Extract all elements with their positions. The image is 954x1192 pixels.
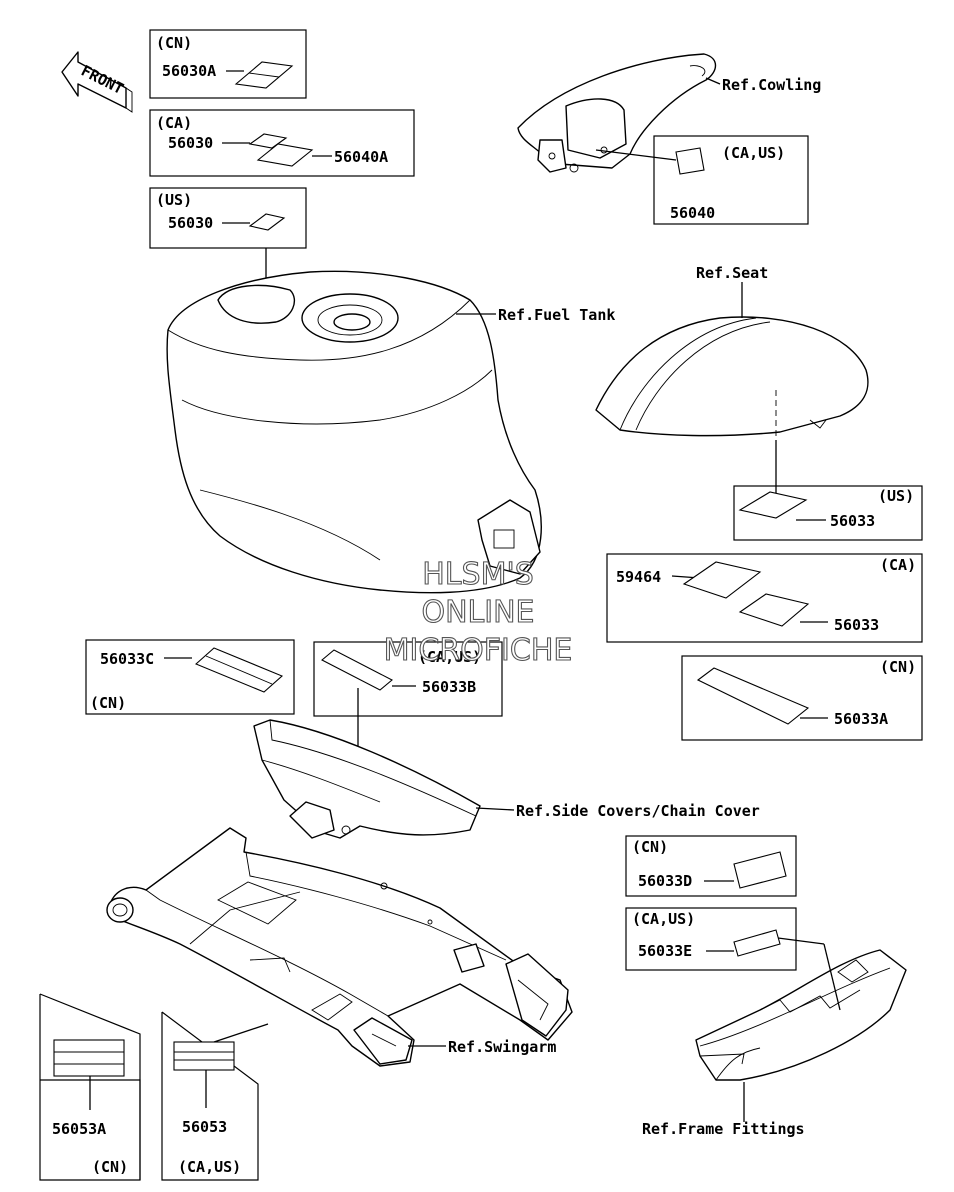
region-label: (CN) (92, 1158, 128, 1176)
region-label: (CA,US) (178, 1158, 241, 1176)
part-number: 56040 (670, 204, 715, 222)
fuel-tank (166, 270, 542, 594)
part-number: 56053A (52, 1120, 106, 1138)
label-box-cn-56053a: 56053A (CN) (39, 993, 141, 1181)
cowling (517, 53, 717, 173)
ref-cowling: Ref.Cowling (722, 76, 821, 94)
frame-fittings (695, 943, 907, 1081)
ref-frame-fittings: Ref.Frame Fittings (642, 1120, 805, 1138)
label-box-us-56033: (US) 56033 (733, 485, 923, 541)
part-number: 56030A (162, 62, 216, 80)
region-label: (CA) (880, 556, 916, 574)
region-label: (US) (156, 191, 192, 209)
part-number: 56053 (182, 1118, 227, 1136)
region-label: (CN) (156, 34, 192, 52)
label-box-cn-56033d: (CN) 56033D (625, 835, 797, 897)
region-label: (US) (878, 487, 914, 505)
ref-swingarm: Ref.Swingarm (448, 1038, 556, 1056)
part-number: 56033 (834, 616, 879, 634)
label-box-ca-59464-56033: (CA) 59464 56033 (606, 553, 923, 643)
region-label: (CN) (632, 838, 668, 856)
ref-seat: Ref.Seat (696, 264, 768, 282)
front-arrow-icon: FRONT (61, 51, 133, 113)
part-number: 56040A (334, 148, 388, 166)
part-number: 56033A (834, 710, 888, 728)
region-label: (CA) (156, 114, 192, 132)
label-box-cn-56033c: 56033C (CN) (85, 639, 295, 715)
part-number: 56033D (638, 872, 692, 890)
label-box-caus-56040: (CA,US) 56040 (595, 135, 809, 225)
ref-side-covers: Ref.Side Covers/Chain Cover (516, 802, 760, 820)
watermark-line-2: ONLINE (421, 595, 534, 630)
part-number: 56030 (168, 134, 213, 152)
label-box-caus-56033b: (CA,US) 56033B (313, 641, 503, 766)
ref-fuel-tank: Ref.Fuel Tank (498, 306, 615, 324)
part-number: 56033C (100, 650, 154, 668)
region-label: (CA,US) (632, 910, 695, 928)
part-number: 56030 (168, 214, 213, 232)
part-number: 56033 (830, 512, 875, 530)
label-box-cn-56033a: (CN) 56033A (681, 655, 923, 741)
chain-cover (253, 719, 481, 839)
region-label: (CA,US) (722, 144, 785, 162)
swingarm (106, 827, 573, 1067)
region-label: (CA,US) (418, 648, 481, 666)
part-number: 56033B (422, 678, 476, 696)
label-box-caus-56053: 56053 (CA,US) (161, 1011, 269, 1181)
part-number: 56033E (638, 942, 692, 960)
seat (595, 316, 869, 437)
watermark: HLSM'S ONLINE MICROFICHE (383, 556, 573, 668)
label-box-cn-56030a: (CN) 56030A (149, 29, 307, 99)
label-box-ca-56030-56040a: (CA) 56030 56040A (149, 109, 415, 177)
watermark-line-3: MICROFICHE (384, 633, 573, 668)
part-number: 59464 (616, 568, 661, 586)
label-box-caus-56033e: (CA,US) 56033E (625, 907, 825, 971)
region-label: (CN) (90, 694, 126, 712)
watermark-line-1: HLSM'S (422, 557, 534, 592)
label-box-us-56030: (US) 56030 (149, 187, 307, 292)
region-label: (CN) (880, 658, 916, 676)
